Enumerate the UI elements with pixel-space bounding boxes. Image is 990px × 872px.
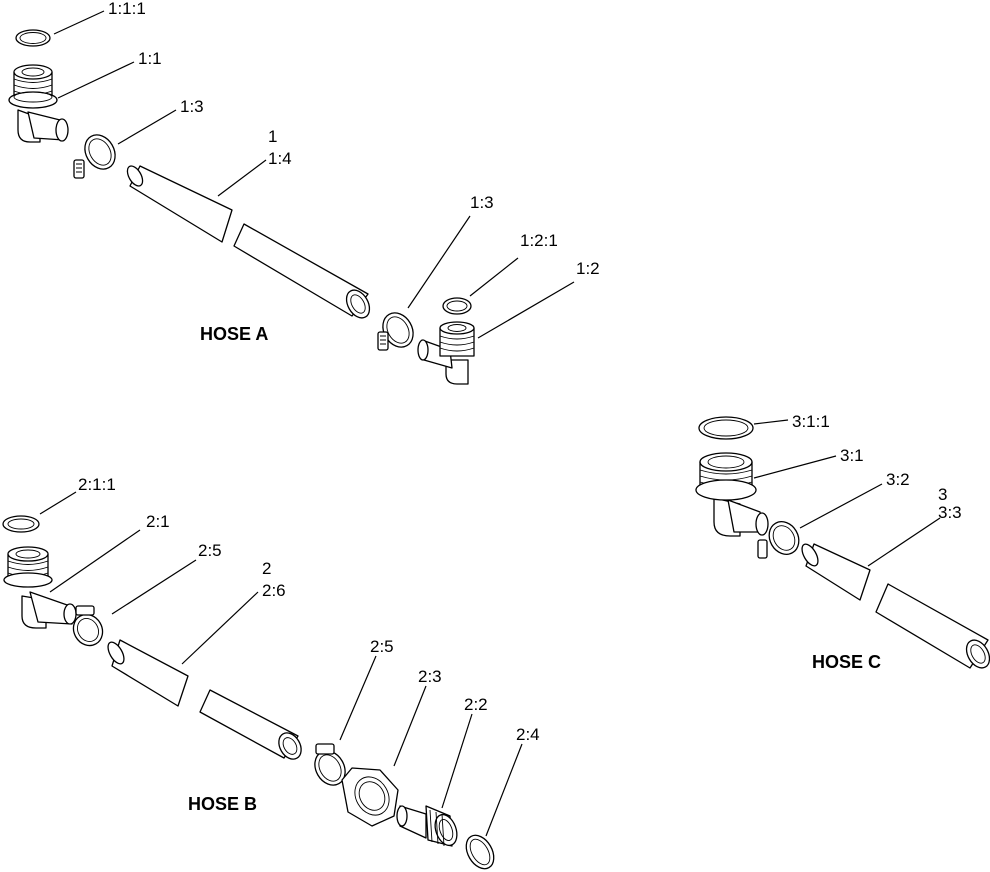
o-ring-3-1-1 (698, 416, 754, 440)
o-ring-2-4 (465, 834, 495, 870)
callout-1: 1 (268, 127, 277, 146)
callout-2-5-bottom: 2:5 (370, 637, 394, 656)
callout-1-1-1: 1:1:1 (108, 0, 146, 18)
callout-2-6: 2:6 (262, 581, 286, 600)
hose-b-assembly: 2:1:1 2:1 2:5 2 2:6 2:5 2:3 2:2 2:4 HOSE… (2, 475, 540, 870)
elbow-fitting-2-1 (3, 546, 77, 629)
callout-1-3-top: 1:3 (180, 97, 204, 116)
callout-1-2: 1:2 (576, 259, 600, 278)
adapter-2-2 (396, 805, 458, 847)
elbow-fitting-1-2 (417, 321, 475, 385)
hose-c-assembly: 3:1:1 3:1 3:2 3 3:3 HOSE C (695, 412, 990, 672)
hose-clamp-1-3-bottom (377, 312, 414, 351)
hose-b-title: HOSE B (188, 794, 257, 814)
callout-2-5-top: 2:5 (198, 541, 222, 560)
callout-3-2: 3:2 (886, 470, 910, 489)
callout-2-2: 2:2 (464, 695, 488, 714)
elbow-fitting-3-1 (695, 452, 769, 537)
hose-c-title: HOSE C (812, 652, 881, 672)
elbow-fitting-1-1 (8, 64, 69, 143)
callout-1-2-1: 1:2:1 (520, 231, 558, 250)
hose-clamp-2-5-top (72, 605, 104, 647)
hose-2-6 (107, 639, 302, 760)
callout-2-3: 2:3 (418, 667, 442, 686)
callout-2-1-1: 2:1:1 (78, 475, 116, 494)
callout-2-1: 2:1 (146, 512, 170, 531)
hose-clamp-3-2 (757, 521, 800, 559)
hose-clamp-2-5-bottom (314, 743, 346, 786)
callout-3-3: 3:3 (938, 503, 962, 522)
nut-2-3 (341, 767, 399, 827)
hose-1-4 (126, 165, 371, 319)
callout-3-1: 3:1 (840, 446, 864, 465)
hose-a-title: HOSE A (200, 324, 268, 344)
hose-clamp-1-3-top (73, 134, 116, 179)
callout-2: 2 (262, 559, 271, 578)
hose-a-assembly: 1:1:1 1:1 1:3 1 1:4 1:3 1:2:1 1:2 HOSE A (8, 0, 600, 385)
hose-3-3 (801, 543, 990, 669)
callout-1-4: 1:4 (268, 149, 292, 168)
callout-1-1: 1:1 (138, 49, 162, 68)
callout-1-3-bottom: 1:3 (470, 193, 494, 212)
callout-2-4: 2:4 (516, 725, 540, 744)
callout-3-1-1: 3:1:1 (792, 412, 830, 431)
callout-3: 3 (938, 485, 947, 504)
